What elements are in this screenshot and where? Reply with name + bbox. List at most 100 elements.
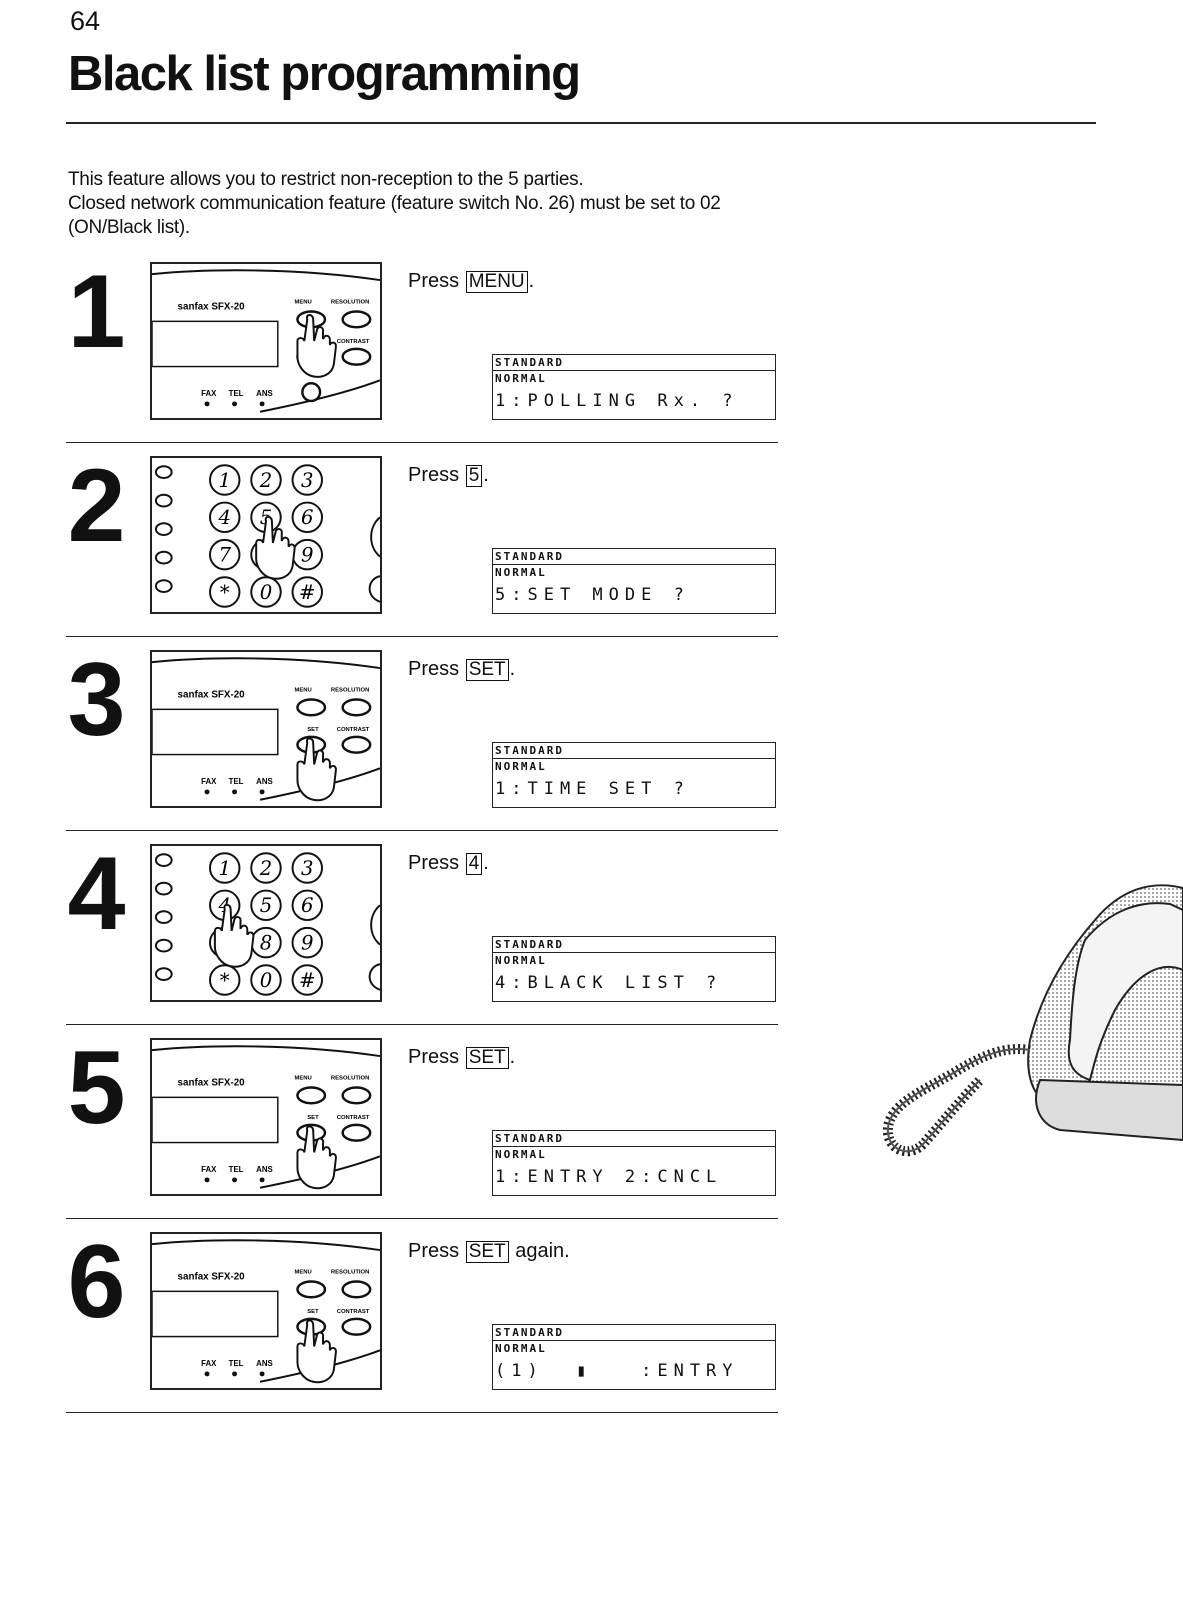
panel-edge	[368, 575, 380, 603]
start-button	[301, 382, 322, 403]
step-divider	[66, 830, 778, 831]
keypad-digit: *	[220, 969, 230, 992]
lcd-line-main: 1:POLLING Rx. ?	[495, 391, 739, 411]
step-instruction: Press SET again.	[408, 1240, 570, 1263]
mode-label: ANS	[256, 777, 273, 786]
step-number: 4	[67, 836, 126, 952]
mode-indicator	[259, 401, 265, 407]
menu-label: MENU	[295, 1076, 312, 1082]
keypad-digit: 5	[260, 894, 273, 917]
lcd-line-top: STANDARD	[493, 1325, 775, 1341]
lcd-line-mid: NORMAL	[495, 1148, 547, 1161]
pointing-hand-icon	[296, 1319, 337, 1384]
keypad-key	[291, 964, 323, 996]
pointing-hand-icon	[296, 737, 337, 802]
lcd-line-top: STANDARD	[493, 1131, 775, 1147]
mode-label: TEL	[229, 777, 244, 786]
fax-keypad-illustration: 123456789*0#	[150, 844, 382, 1002]
illustration-drawing: sanfax SFX-20MENURESOLUTIONSETCONTRASTFA…	[152, 269, 380, 413]
key-label: 4	[465, 853, 483, 875]
resolution-label: RESOLUTION	[331, 1270, 370, 1276]
lcd-line-main: 1:ENTRY 2:CNCL	[495, 1167, 723, 1187]
step-number: 5	[67, 1030, 126, 1146]
keypad-key	[250, 852, 282, 884]
panel-edge	[152, 269, 380, 282]
keypad-key	[209, 538, 241, 571]
instruction-prefix: Press	[408, 658, 460, 680]
resolution-button	[341, 698, 372, 717]
instruction-prefix: Press	[408, 464, 460, 486]
keypad-digit: 9	[301, 932, 314, 955]
mode-label: FAX	[201, 777, 217, 786]
title-rule	[66, 122, 1096, 124]
mode-indicator	[204, 789, 210, 795]
step-divider	[66, 1024, 778, 1025]
lcd-line-top: STANDARD	[493, 937, 775, 953]
brand-label: sanfax SFX-20	[178, 1272, 246, 1283]
lcd-display: STANDARD NORMAL 5:SET MODE ?	[492, 548, 776, 614]
keypad-digit: 7	[218, 544, 231, 567]
keypad-digit: *	[220, 581, 230, 604]
lcd-window	[152, 320, 279, 368]
resolution-label: RESOLUTION	[331, 300, 370, 306]
lcd-line-main: 1:TIME SET ?	[495, 779, 690, 799]
resolution-button	[341, 1086, 372, 1105]
intro-line-2: Closed network communication feature (fe…	[68, 193, 721, 238]
keypad-digit: 8	[260, 932, 273, 955]
keypad-digit: #	[299, 581, 315, 604]
menu-label: MENU	[295, 300, 312, 306]
pointing-hand-icon	[213, 903, 255, 968]
mode-indicator	[232, 1371, 238, 1377]
mode-label: ANS	[256, 389, 273, 398]
set-label: SET	[307, 1115, 319, 1121]
mode-indicator	[259, 1371, 265, 1377]
lcd-window	[152, 708, 279, 756]
keypad-key	[291, 576, 323, 608]
keypad-key	[250, 464, 282, 496]
step-instruction: Press SET.	[408, 1046, 515, 1069]
contrast-label: CONTRAST	[337, 339, 370, 345]
page-title: Black list programming	[68, 47, 581, 101]
mode-indicator	[259, 789, 265, 795]
step-number: 1	[67, 254, 126, 370]
page-number: 64	[70, 6, 101, 36]
lcd-line-mid: NORMAL	[495, 760, 547, 773]
lcd-line-top: STANDARD	[493, 355, 775, 371]
brand-label: sanfax SFX-20	[178, 1078, 246, 1089]
keypad-digit: 3	[301, 469, 314, 492]
contrast-button	[341, 1123, 372, 1142]
keypad-digit: #	[299, 969, 315, 992]
mode-indicator	[232, 789, 238, 795]
menu-label: MENU	[295, 688, 312, 694]
instruction-suffix: .	[509, 1046, 516, 1068]
instruction-suffix: .	[528, 270, 535, 292]
keypad-key	[291, 926, 323, 959]
mode-indicator	[204, 1177, 210, 1183]
keypad-digit: 3	[301, 857, 314, 880]
instruction-suffix: .	[483, 464, 489, 486]
pointing-hand-icon	[296, 313, 337, 378]
mode-indicator	[232, 401, 238, 407]
lcd-line-main: (1) ▮ :ENTRY	[495, 1361, 739, 1381]
keypad-digit: 1	[218, 857, 231, 880]
keypad-digit: 9	[301, 544, 314, 567]
illustration-drawing: 123456789*0#	[154, 464, 380, 608]
mode-indicator	[204, 401, 210, 407]
side-key	[154, 881, 173, 896]
lcd-line-mid: NORMAL	[495, 566, 547, 579]
illustration-drawing: 123456789*0#	[154, 852, 380, 996]
lcd-line-top: STANDARD	[493, 743, 775, 759]
mode-label: TEL	[229, 389, 244, 398]
step-divider	[66, 1218, 778, 1219]
resolution-button	[341, 1280, 372, 1299]
side-key	[154, 853, 173, 867]
menu-button	[296, 1086, 327, 1105]
step-number: 6	[67, 1224, 126, 1340]
side-key	[154, 579, 173, 593]
mode-label: TEL	[229, 1165, 244, 1174]
contrast-label: CONTRAST	[337, 1309, 370, 1315]
